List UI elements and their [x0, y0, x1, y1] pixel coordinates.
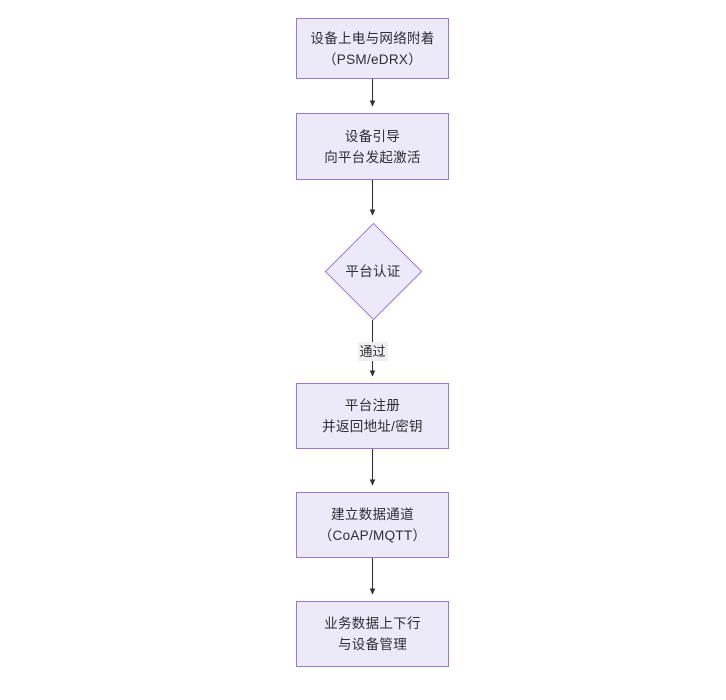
flow-node-power-on-network-attach[interactable]: 设备上电与网络附着 （PSM/eDRX） — [296, 18, 449, 79]
node-text-line: 设备引导 — [344, 128, 401, 144]
flow-node-platform-authentication[interactable]: 平台认证 — [324, 222, 422, 320]
node-text-line: 平台注册 — [344, 398, 401, 413]
flow-node-device-bootstrap[interactable]: 设备引导 向平台发起激活 — [296, 113, 449, 180]
node-text-line: 并返回地址/密钥 — [322, 419, 423, 434]
node-text-line: 建立数据通道 — [331, 507, 414, 522]
flow-node-establish-data-channel[interactable]: 建立数据通道 （CoAP/MQTT） — [296, 492, 449, 558]
node-text-line: （CoAP/MQTT） — [318, 528, 427, 543]
node-text-line: 平台认证 — [345, 263, 401, 279]
node-text-line: （PSM/eDRX） — [322, 51, 423, 67]
node-text-line: 设备上电与网络附着 — [310, 30, 435, 46]
flow-node-platform-registration[interactable]: 平台注册 并返回地址/密钥 — [296, 383, 449, 449]
node-text-line: 业务数据上下行 — [324, 616, 421, 631]
edge-label-pass: 通过 — [357, 342, 388, 361]
node-text-line: 与设备管理 — [338, 637, 407, 652]
flow-node-business-data-device-management[interactable]: 业务数据上下行 与设备管理 — [296, 601, 449, 667]
node-text-line: 向平台发起激活 — [324, 149, 421, 165]
